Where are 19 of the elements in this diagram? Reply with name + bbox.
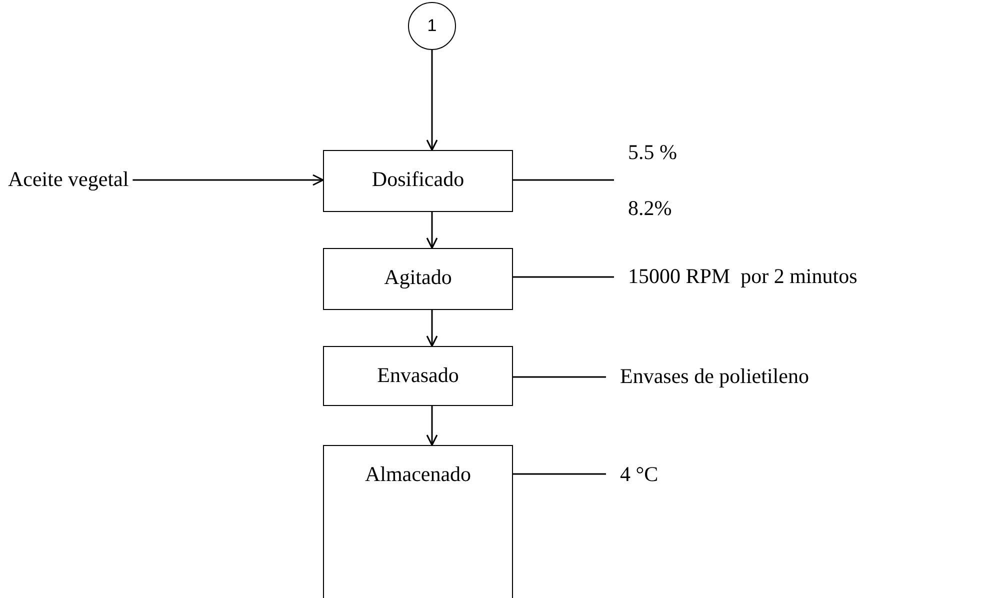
arrow — [132, 174, 324, 186]
annotation-text: 4 °C — [620, 461, 658, 488]
connector-line — [513, 473, 606, 475]
annotation-text: Aceite vegetal — [8, 166, 129, 193]
process-box: Agitado — [323, 248, 513, 310]
annotation-text: 5.5 % — [628, 139, 677, 166]
arrow — [426, 212, 438, 249]
connector-line — [513, 376, 606, 378]
process-box: Dosificado — [323, 150, 513, 212]
annotation-text: Envases de polietileno — [620, 363, 809, 390]
process-box: Almacenado — [323, 445, 513, 598]
arrow — [426, 50, 438, 151]
arrow — [426, 310, 438, 347]
arrow — [426, 406, 438, 446]
annotation-text: 8.2% — [628, 195, 672, 222]
process-box: Envasado — [323, 346, 513, 406]
annotation-text: 15000 RPM por 2 minutos — [628, 263, 858, 290]
connector-line — [513, 276, 614, 278]
connector-line — [513, 179, 614, 181]
